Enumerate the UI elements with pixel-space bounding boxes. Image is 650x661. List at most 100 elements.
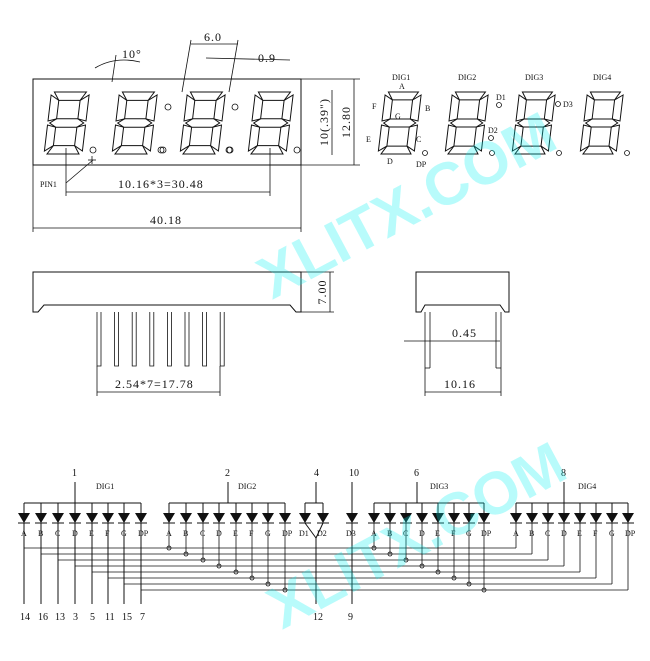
side-pin-3 xyxy=(131,312,137,367)
map-seg-d1: D1 xyxy=(496,93,506,102)
dig4-diode-7 xyxy=(606,513,618,523)
segment-b xyxy=(77,94,90,122)
segment-b xyxy=(543,94,556,122)
segment-d xyxy=(514,145,546,155)
pin-15-label: 15 xyxy=(122,612,132,623)
segment-f xyxy=(183,94,196,122)
dig2-diode-5 xyxy=(230,513,242,523)
segment-g xyxy=(584,118,619,128)
dig4-seg-label-8: DP xyxy=(625,529,636,538)
side-pin-5 xyxy=(167,312,172,367)
dig1-diode-3 xyxy=(52,513,64,523)
pin-14-label: 14 xyxy=(20,612,30,623)
map-digit-2 xyxy=(444,91,489,155)
dig3-diode-1 xyxy=(368,513,380,523)
side-pin-4 xyxy=(149,312,155,367)
dig2-seg-label-6: F xyxy=(249,529,254,538)
map-dig3-label: DIG3 xyxy=(525,73,543,82)
map-digit-1 xyxy=(377,91,422,155)
dim-width-label: 40.18 xyxy=(150,213,182,227)
end-body-outline xyxy=(415,271,510,313)
dig1-seg-label-6: F xyxy=(105,529,110,538)
dim-pin-pitch-label: 2.54*7=17.78 xyxy=(115,377,194,391)
dim-char-height-label: 10(.39") xyxy=(317,98,331,146)
segment-g xyxy=(449,118,484,128)
map-seg-c: C xyxy=(416,135,421,144)
watermark-text-1: XLITX.COM xyxy=(247,99,567,312)
front-colon-dot-2 xyxy=(159,146,167,154)
colon-out-d2 xyxy=(315,522,324,539)
dig2-seg-label-3: C xyxy=(200,529,205,538)
side-pin-1 xyxy=(96,312,102,367)
front-digit-3 xyxy=(179,91,226,155)
side-view-long: 7.00 2.54*7=17.78 xyxy=(32,271,334,396)
circuit-graphics xyxy=(18,482,634,604)
colon-label-2: D2 xyxy=(317,529,327,538)
dig3-seg-label-5: E xyxy=(435,529,440,538)
circuit-dig1-label: DIG1 xyxy=(96,482,114,491)
dig1-diode-4 xyxy=(69,513,81,523)
pin-2-label: 2 xyxy=(225,468,230,479)
map-seg-f: F xyxy=(372,102,377,111)
dig4-diode-4 xyxy=(558,513,570,523)
dig1-diode-7 xyxy=(118,513,130,523)
side-pin-6 xyxy=(184,312,190,367)
dig4-diode-3 xyxy=(542,513,554,523)
segment-d xyxy=(582,145,614,155)
dig4-seg-label-5: E xyxy=(577,529,582,538)
segment-e xyxy=(377,124,390,152)
dig2-seg-label-1: A xyxy=(166,529,172,538)
dig4-diode-5 xyxy=(574,513,586,523)
pin-12-label: 12 xyxy=(313,612,323,623)
segment-d xyxy=(380,145,412,155)
pin-3-label: 3 xyxy=(73,612,78,623)
dig1-diode-8 xyxy=(135,513,147,523)
segment-c xyxy=(142,124,155,152)
segment-e xyxy=(43,124,57,152)
segment-d xyxy=(113,145,148,155)
dig4-seg-label-3: C xyxy=(545,529,550,538)
front-dp-4 xyxy=(293,146,301,154)
segment-g xyxy=(184,118,221,128)
segment-e xyxy=(111,124,125,152)
dim-pitch-label: 10.16*3=30.48 xyxy=(118,177,204,191)
dig3-diode-6 xyxy=(448,513,460,523)
front-digit-1 xyxy=(43,91,90,155)
segment-f xyxy=(47,94,60,122)
segment-b xyxy=(145,94,158,122)
segment-f xyxy=(448,94,460,122)
dig2-seg-label-7: G xyxy=(265,529,271,538)
side-body-outline xyxy=(32,271,302,313)
dig4-diode-1 xyxy=(510,513,522,523)
side-pin-2 xyxy=(114,312,119,367)
dig3-seg-label-1: A xyxy=(371,529,377,538)
front-colon-dot-4 xyxy=(226,146,234,154)
dim-row-spacing-label: 10.16 xyxy=(444,377,476,391)
segment-d xyxy=(45,145,80,155)
dim-angle-label: 10° xyxy=(122,47,142,61)
map-seg-b: B xyxy=(425,104,430,113)
rail-junction-8-2 xyxy=(282,587,288,593)
dig2-seg-label-5: E xyxy=(233,529,238,538)
dim-pin-width-label: 0.45 xyxy=(452,326,477,340)
segment-g xyxy=(516,118,551,128)
dig3-diode-5 xyxy=(432,513,444,523)
segment-e xyxy=(579,124,592,152)
dig4-diode-6 xyxy=(590,513,602,523)
pin-7-label: 7 xyxy=(140,612,145,623)
front-colon-dot-3 xyxy=(231,103,239,111)
pin1-leader xyxy=(65,159,94,184)
rail-junction-2-2 xyxy=(183,551,189,557)
colon-label-1: D1 xyxy=(299,529,309,538)
dim-depth-label: 7.00 xyxy=(315,280,329,305)
circuit-dig2-label: DIG2 xyxy=(238,482,256,491)
display-body-outline xyxy=(32,78,302,166)
dig3-diode-7 xyxy=(463,513,475,523)
rail-junction-5-3 xyxy=(435,569,441,575)
dig3-seg-label-3: C xyxy=(403,529,408,538)
pin1-label: PIN1 xyxy=(40,180,57,189)
dig2-diode-8 xyxy=(279,513,291,523)
front-digit-2 xyxy=(111,91,158,155)
dig2-diode-7 xyxy=(262,513,274,523)
